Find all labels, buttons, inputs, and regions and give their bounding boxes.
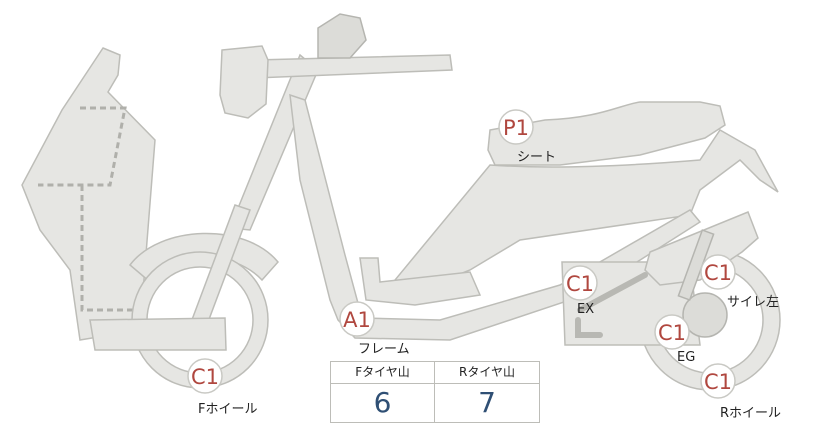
marker-rear-wheel[interactable]: C1 xyxy=(700,363,736,399)
front-bumper xyxy=(89,317,227,351)
engine-label: EG xyxy=(677,350,696,365)
marker-frame-code: A1 xyxy=(343,308,371,332)
marker-front-wheel[interactable]: C1 xyxy=(187,358,223,394)
shield-panel-outline xyxy=(38,106,140,312)
marker-engine[interactable]: C1 xyxy=(654,314,690,350)
rear-body-cover xyxy=(393,129,779,291)
rear-tread-header: Rタイヤ山 xyxy=(435,362,539,384)
rear-tread-value[interactable]: 7 xyxy=(478,386,496,419)
marker-seat-code: P1 xyxy=(503,116,529,140)
tire-tread-table: Fタイヤ山 Rタイヤ山 6 7 xyxy=(330,361,540,423)
marker-exhaust-code: C1 xyxy=(566,272,594,296)
handlebar-stem xyxy=(254,54,453,79)
exhaust-label: EX xyxy=(577,302,595,317)
exhaust-pipe xyxy=(575,272,648,338)
frame-label: フレーム xyxy=(358,342,410,357)
seat-label: シート xyxy=(517,150,557,165)
front-leg-shield xyxy=(21,47,156,341)
marker-muffler-left[interactable]: C1 xyxy=(700,254,736,290)
marker-exhaust[interactable]: C1 xyxy=(562,265,598,301)
floor-frame xyxy=(359,257,482,306)
mirror xyxy=(317,13,367,59)
engine-cover xyxy=(682,292,728,338)
marker-muffler-left-code: C1 xyxy=(704,261,732,285)
marker-front-wheel-code: C1 xyxy=(191,365,219,389)
marker-rear-wheel-code: C1 xyxy=(704,370,732,394)
seat xyxy=(487,101,726,166)
headlight xyxy=(219,45,269,119)
front-tread-header: Fタイヤ山 xyxy=(331,362,435,384)
front-tread-value[interactable]: 6 xyxy=(331,384,435,422)
marker-seat[interactable]: P1 xyxy=(498,109,534,145)
front-wheel-label: Fホイール xyxy=(198,402,258,417)
marker-engine-code: C1 xyxy=(658,321,686,345)
rear-wheel-label: Rホイール xyxy=(720,406,782,421)
muffler-left-label: サイレ左 xyxy=(727,295,780,310)
marker-frame[interactable]: A1 xyxy=(339,301,375,337)
